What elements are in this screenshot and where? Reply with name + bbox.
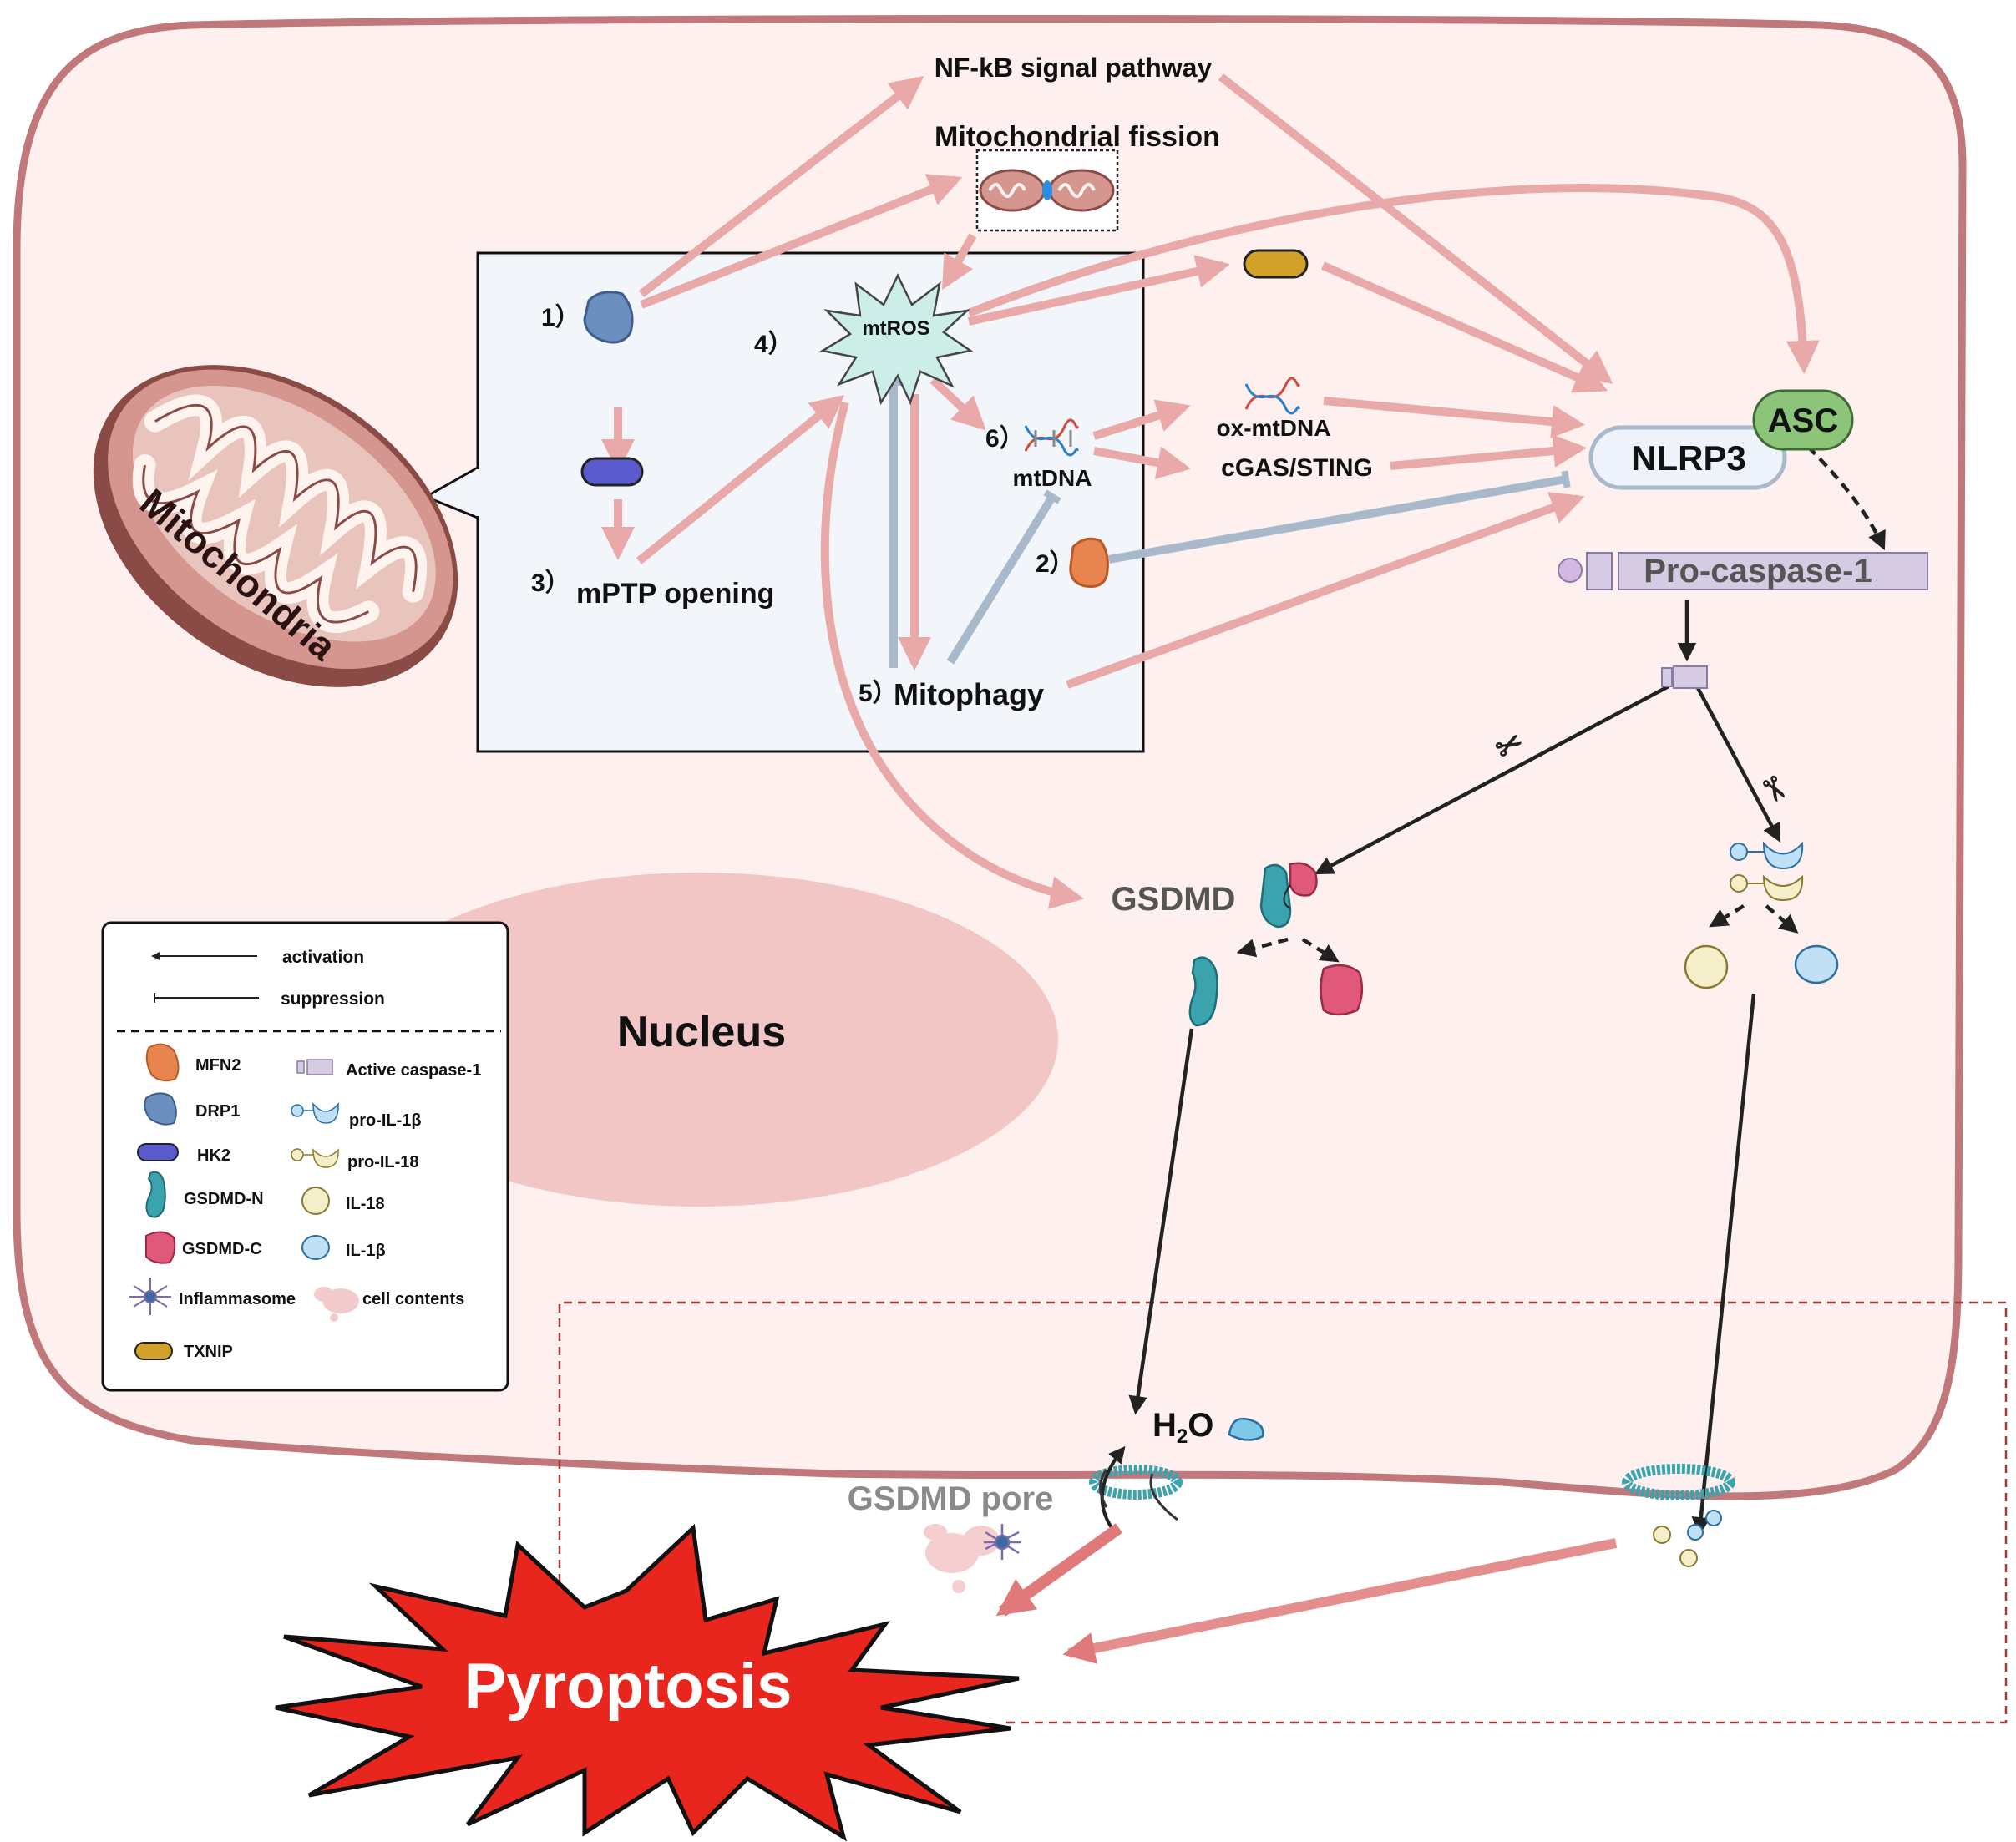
legend-mfn2-icon (145, 1043, 180, 1082)
mitochondrion-illustration (93, 365, 458, 687)
legend-box (101, 921, 509, 1392)
pro-il18-icon (1730, 874, 1804, 902)
legend-active-caspase: Active caspase-1 (346, 1061, 481, 1080)
legend-pro-il18-icon (291, 1148, 339, 1168)
water-arc-left (1099, 1469, 1108, 1508)
il1b-icon (1794, 944, 1839, 984)
gsdmd-pore-left (1089, 1465, 1183, 1500)
mtros-label: mtROS (862, 317, 929, 340)
fission-label: Mitochondrial fission (935, 121, 1220, 153)
txnip-icon (1243, 249, 1309, 279)
nucleus-label: Nucleus (617, 1008, 786, 1056)
water-arc-right (1149, 1473, 1178, 1521)
legend-il1b-icon (301, 1235, 330, 1260)
legend-activation: activation (282, 948, 364, 967)
legend-suppression: suppression (281, 989, 385, 1009)
cleavage-arrows (1128, 445, 1886, 1536)
legend-pro-il1b-icon (291, 1101, 339, 1124)
step3-label: 3） (531, 569, 570, 597)
pyroptosis-burst (275, 1523, 1020, 1842)
gsdmd-full-n-icon (1259, 863, 1292, 929)
cgas-sting-label: cGAS/STING (1221, 454, 1373, 482)
mtdna-icon (1024, 418, 1079, 457)
legend-pro-il18: pro-IL-18 (347, 1153, 419, 1171)
released-cytokines (1653, 1510, 1722, 1567)
hk2-icon (580, 457, 644, 487)
il18-icon (1684, 944, 1729, 989)
legend-cell-contents-icon (314, 1287, 359, 1322)
drp1-icon (583, 291, 634, 344)
step1-label: 1） (541, 303, 580, 331)
legend-drp1: DRP1 (195, 1102, 240, 1121)
legend-pro-il1b: pro-IL-1β (349, 1111, 422, 1130)
legend-hk2-icon (137, 1143, 179, 1161)
h2o-label: H2O (1152, 1407, 1213, 1448)
nlrp3-box (1588, 425, 1787, 490)
gsdmd-pore-right (1622, 1464, 1735, 1500)
mfn2-icon (1069, 537, 1109, 588)
pyroptosis-arrow-left (995, 1523, 1123, 1617)
suppression-lines (885, 379, 1571, 668)
legend-txnip-icon (134, 1342, 173, 1360)
legend-il18-icon (301, 1187, 330, 1215)
step6-label: 6） (985, 424, 1025, 453)
nlrp3-label: NLRP3 (1631, 438, 1746, 478)
ox-mtdna-icon (1244, 377, 1300, 415)
legend-txnip: TXNIP (184, 1343, 233, 1361)
step2-label: 2） (1036, 549, 1075, 578)
mitochondria-zoom-panel (476, 251, 1145, 753)
legend-inflammasome-icon (129, 1278, 171, 1315)
mptp-label: mPTP opening (576, 578, 774, 610)
procaspase-pro-domain (1558, 558, 1583, 583)
gsdmd-full-c-icon (1289, 862, 1318, 897)
dividing-mitochondrion-icon (979, 169, 1115, 212)
activation-arrows (601, 73, 1820, 909)
legend-gsdmdc: GSDMD-C (182, 1240, 262, 1258)
mitophagy-label: Mitophagy (894, 677, 1044, 711)
gsdmd-label: GSDMD (1112, 881, 1236, 918)
legend-il1b: IL-1β (346, 1242, 386, 1260)
water-influx-arrow (1100, 1445, 1126, 1534)
step5-label: 5） (859, 679, 898, 707)
extracellular-dashed-region (558, 1301, 2008, 1724)
legend-mfn2: MFN2 (195, 1056, 241, 1075)
procaspase-label: Pro-caspase-1 (1644, 553, 1872, 590)
procaspase-linker (1586, 552, 1613, 590)
ox-mtdna-label: ox-mtDNA (1217, 415, 1331, 441)
pro-il1b-icon (1730, 841, 1804, 870)
nucleus (340, 873, 1058, 1207)
gsdmd-pore-label: GSDMD pore (848, 1480, 1054, 1517)
legend-il18: IL-18 (346, 1195, 385, 1213)
mtdna-label: mtDNA (1013, 465, 1092, 491)
legend-hk2: HK2 (197, 1146, 230, 1165)
gsdmd-c-icon (1320, 964, 1364, 1016)
legend-inflammasome: Inflammasome (179, 1290, 296, 1308)
cell-contents-icon (924, 1524, 1000, 1593)
nfkb-label: NF-kB signal pathway (935, 53, 1213, 83)
legend-gsdmdn: GSDMD-N (184, 1190, 264, 1208)
water-droplet-icon (1228, 1417, 1264, 1441)
legend-gsdmdn-icon (145, 1171, 166, 1218)
procaspase-box (1618, 552, 1928, 590)
mtros-burst (819, 273, 974, 406)
legend-active-caspase-icon (296, 1060, 305, 1074)
pyroptosis-arrow-right (1062, 1538, 1618, 1664)
asc-box (1752, 389, 1854, 451)
gsdmd-n-icon (1188, 956, 1218, 1027)
legend-cell-contents: cell contents (362, 1290, 464, 1308)
inflammasome-icon (984, 1524, 1021, 1560)
pyroptosis-label: Pyroptosis (464, 1651, 793, 1722)
legend-drp1-icon (144, 1092, 177, 1126)
asc-label: ASC (1768, 402, 1838, 439)
step4-label: 4） (754, 330, 793, 358)
legend-gsdmdc-icon (145, 1231, 176, 1264)
active-caspase-icon (1661, 667, 1673, 687)
